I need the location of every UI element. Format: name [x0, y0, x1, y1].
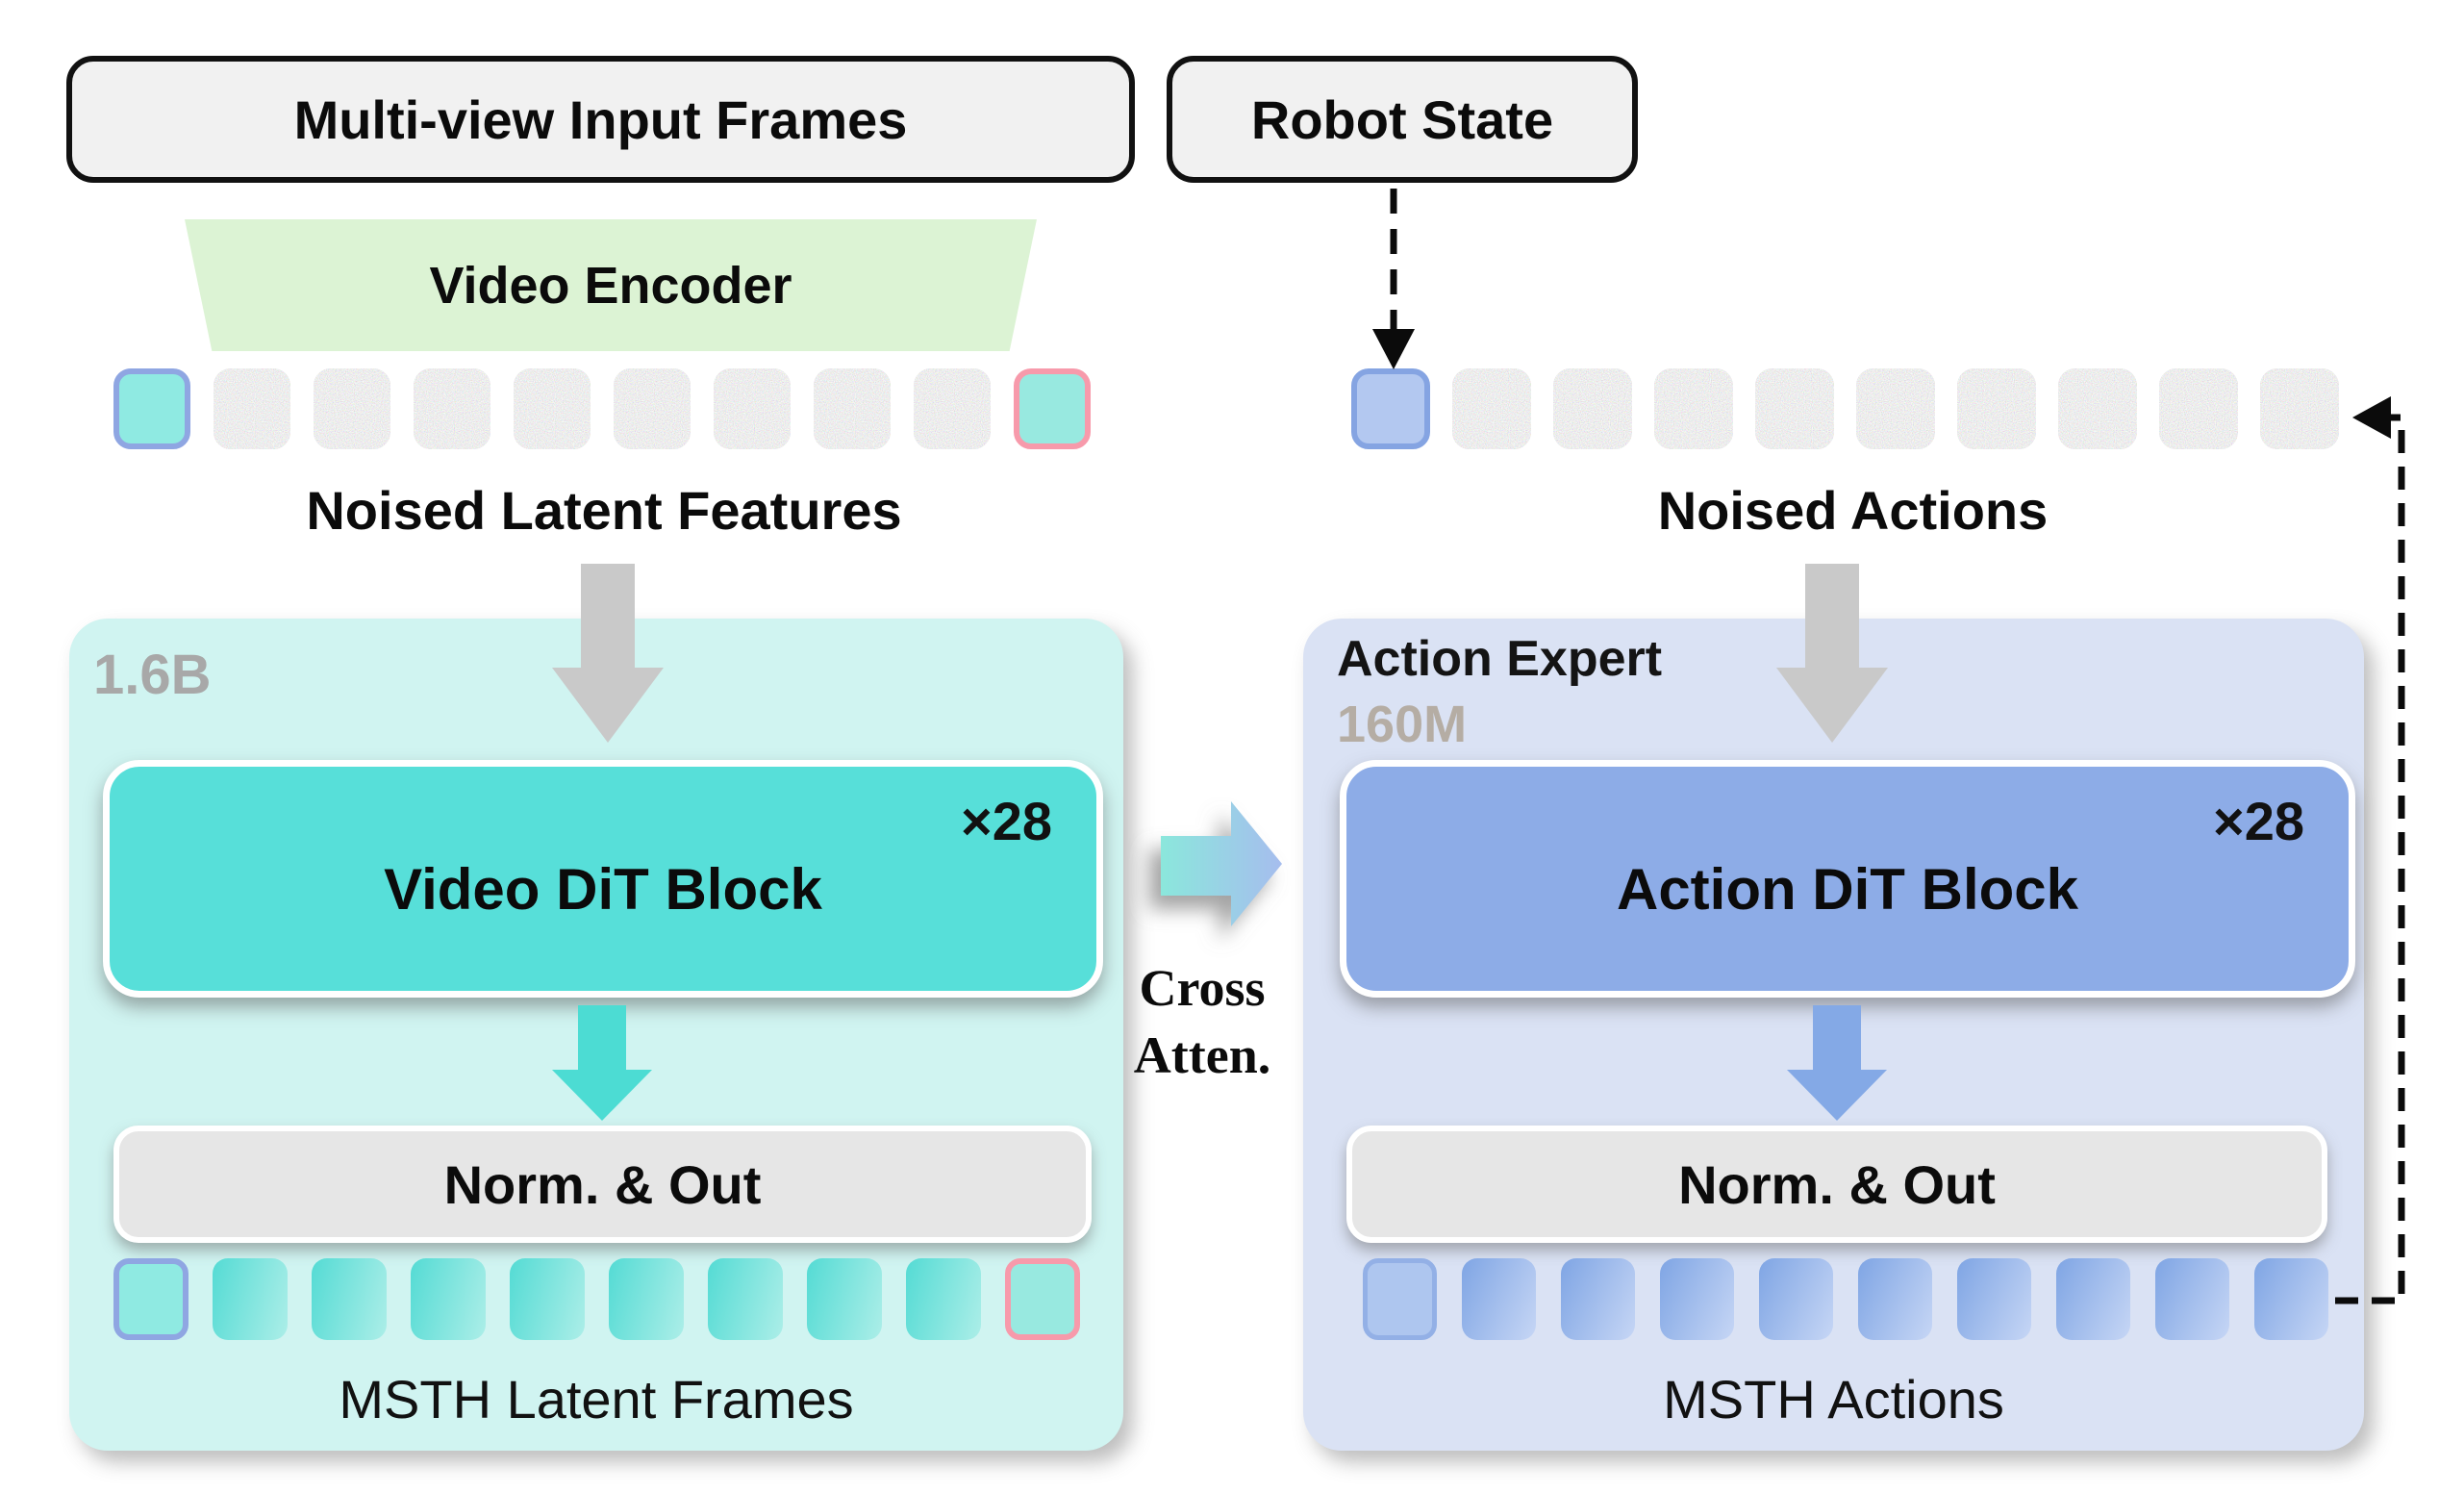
clean-latent-tile [113, 1258, 189, 1340]
robot-state-label: Robot State [1250, 89, 1554, 150]
noised-latent-features-label: Noised Latent Features [306, 480, 902, 541]
video-dit-block: Video DiT Block ×28 [103, 760, 1103, 998]
action-tile [1462, 1258, 1536, 1340]
msth-latent-frames-label: MSTH Latent Frames [339, 1369, 854, 1430]
action-tile [1561, 1258, 1635, 1340]
latent-frame-tile [807, 1258, 882, 1340]
clean-latent-tile [113, 368, 190, 449]
video-dit-block-label: Video DiT Block [384, 857, 822, 922]
noise-texture [214, 368, 290, 449]
action-norm-out-label: Norm. & Out [1678, 1153, 1996, 1215]
robot-state-arrow [1372, 189, 1415, 369]
noised-actions-label: Noised Actions [1657, 480, 2049, 541]
noise-tile [2260, 368, 2339, 449]
noise-tile [1755, 368, 1834, 449]
action-norm-out-box: Norm. & Out [1346, 1126, 2327, 1243]
noised-actions-row [1351, 368, 2339, 449]
video-encoder-label: Video Encoder [429, 256, 792, 315]
video-norm-out-label: Norm. & Out [443, 1153, 762, 1215]
noise-texture [1755, 368, 1834, 449]
action-tile [1858, 1258, 1932, 1340]
action-tile [2056, 1258, 2130, 1340]
noise-texture [414, 368, 490, 449]
video-norm-out-box: Norm. & Out [113, 1126, 1092, 1243]
multiview-input-frames-label: Multi-view Input Frames [293, 89, 908, 150]
noise-tile [1856, 368, 1935, 449]
noise-tile [614, 368, 691, 449]
action-expert-title: Action Expert [1337, 631, 1663, 687]
noise-texture [1856, 368, 1935, 449]
latent-frame-tile [609, 1258, 684, 1340]
clean-latent-tile-pink [1005, 1258, 1080, 1340]
noise-texture [914, 368, 991, 449]
noise-texture [2260, 368, 2339, 449]
noise-texture [514, 368, 591, 449]
noise-tile [1654, 368, 1733, 449]
noise-tile [214, 368, 290, 449]
noise-texture [1957, 368, 2036, 449]
noise-tile [814, 368, 891, 449]
noised-latent-row [113, 368, 1091, 449]
action-dit-repeat-badge: ×28 [2213, 791, 2304, 851]
noise-texture [814, 368, 891, 449]
action-tile [2254, 1258, 2328, 1340]
action-dit-block: Action DiT Block ×28 [1340, 760, 2355, 998]
msth-actions-row [1363, 1258, 2328, 1340]
robot-state-tile [1351, 368, 1430, 449]
cross-attention-line2: Atten. [1133, 1026, 1271, 1084]
latent-frame-tile [312, 1258, 387, 1340]
noise-tile [514, 368, 591, 449]
noise-tile [1957, 368, 2036, 449]
video-expert-size-label: 1.6B [93, 644, 212, 706]
robot-state-box: Robot State [1167, 56, 1638, 183]
cross-attention-label: Cross Atten. [1116, 954, 1289, 1089]
latent-frame-tile [510, 1258, 585, 1340]
noise-tile [914, 368, 991, 449]
msth-latent-frames-row [113, 1258, 1080, 1340]
noise-texture [2058, 368, 2137, 449]
noise-texture [1452, 368, 1531, 449]
noise-tile [314, 368, 390, 449]
state-action-tile [1363, 1258, 1437, 1340]
video-dit-repeat-badge: ×28 [961, 791, 1052, 851]
noise-texture [314, 368, 390, 449]
noise-tile [714, 368, 791, 449]
action-tile [1957, 1258, 2031, 1340]
noise-tile [2159, 368, 2238, 449]
noise-texture [614, 368, 691, 449]
latent-frame-tile [708, 1258, 783, 1340]
action-tile [2155, 1258, 2229, 1340]
cross-attention-arrow [1161, 801, 1282, 926]
noise-texture [1553, 368, 1632, 449]
action-tile [1660, 1258, 1734, 1340]
action-dit-block-label: Action DiT Block [1616, 857, 2079, 922]
noise-texture [714, 368, 791, 449]
action-expert-size-label: 160M [1337, 696, 1468, 753]
multiview-input-frames-box: Multi-view Input Frames [66, 56, 1135, 183]
latent-frame-tile [213, 1258, 288, 1340]
noise-tile [414, 368, 490, 449]
action-tile [1759, 1258, 1833, 1340]
noise-texture [1654, 368, 1733, 449]
video-encoder-trapezoid: Video Encoder [185, 219, 1037, 351]
latent-frame-tile [411, 1258, 486, 1340]
noise-tile [1452, 368, 1531, 449]
noise-tile [1553, 368, 1632, 449]
clean-latent-tile-pink [1014, 368, 1091, 449]
latent-frame-tile [906, 1258, 981, 1340]
noise-texture [2159, 368, 2238, 449]
cross-attention-line1: Cross [1139, 959, 1266, 1017]
msth-actions-label: MSTH Actions [1663, 1369, 2004, 1430]
noise-tile [2058, 368, 2137, 449]
